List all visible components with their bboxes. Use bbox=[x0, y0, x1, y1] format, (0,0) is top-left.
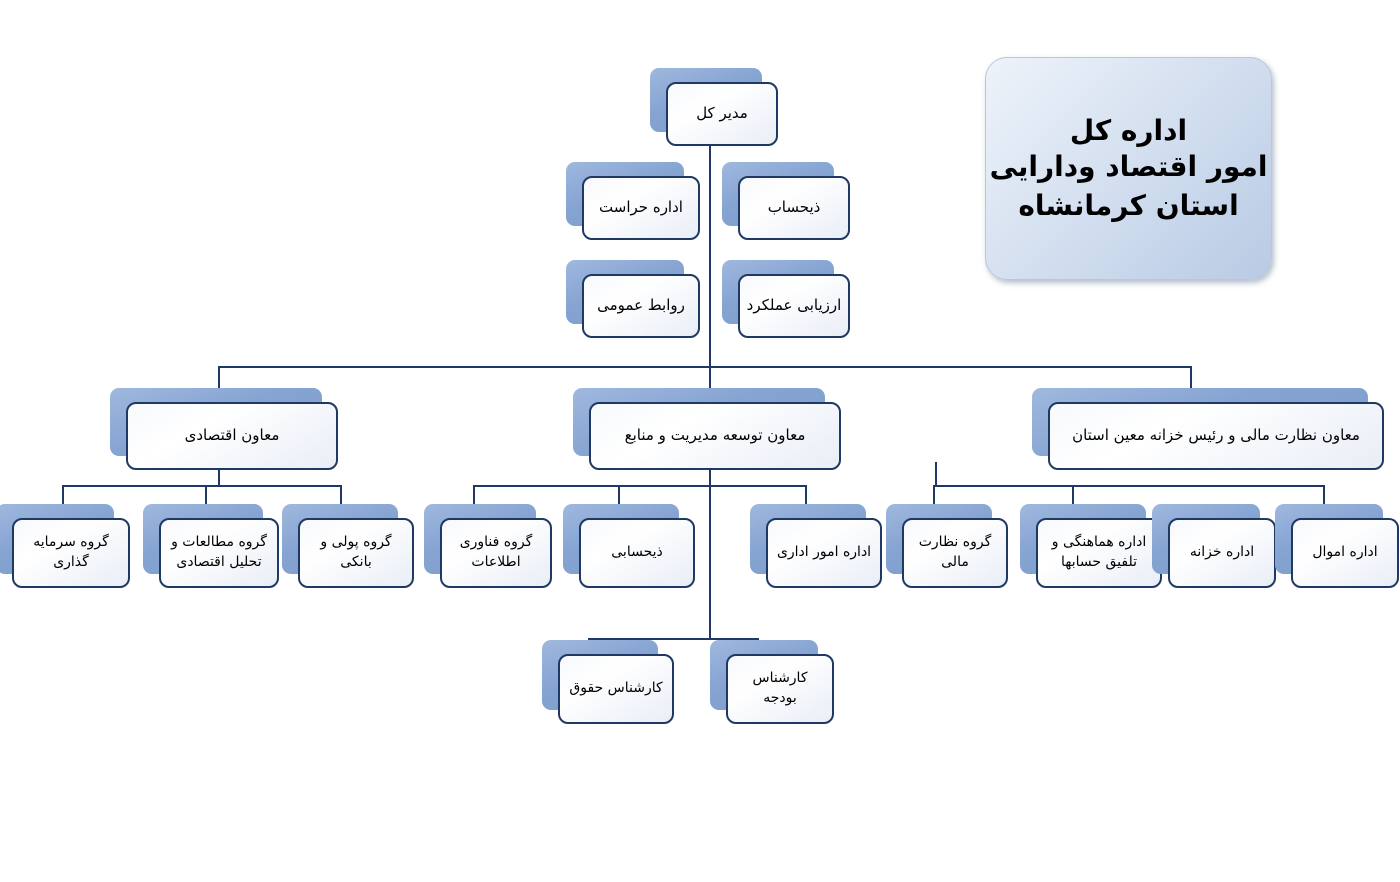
connector-experts-bus bbox=[588, 638, 711, 640]
node-label: گروه مطالعات و تحلیل اقتصادی bbox=[159, 518, 279, 588]
connector-drop-g-studies bbox=[205, 485, 207, 504]
node-label: کارشناس حقوق bbox=[558, 654, 674, 724]
connector-drop-g-investment bbox=[62, 485, 64, 504]
node-group-financial-supervision[interactable]: گروه نظارت مالی bbox=[886, 504, 1008, 588]
connector-drop-g-coord bbox=[1072, 485, 1074, 504]
connector-drop-g-property bbox=[1323, 485, 1325, 504]
node-performance-evaluation[interactable]: ارزیابی عملکرد bbox=[722, 260, 850, 338]
connector-mgmt-bus bbox=[473, 485, 806, 487]
node-group-it[interactable]: گروه فناوری اطلاعات bbox=[424, 504, 552, 588]
node-label: معاون توسعه مدیریت و منابع bbox=[589, 402, 841, 470]
title-plaque: اداره کل امور اقتصاد ودارایی استان کرمان… bbox=[985, 57, 1272, 280]
node-group-investment[interactable]: گروه سرمایه گذاری bbox=[0, 504, 130, 588]
node-label: اداره هماهنگی و تلفیق حسابها bbox=[1036, 518, 1162, 588]
connector-economic-bus bbox=[62, 485, 342, 487]
node-office-accounts-coordination[interactable]: اداره هماهنگی و تلفیق حسابها bbox=[1020, 504, 1162, 588]
node-label: اداره اموال bbox=[1291, 518, 1399, 588]
node-deputy-management[interactable]: معاون توسعه مدیریت و منابع bbox=[573, 388, 841, 470]
connector-drop-dep-economic bbox=[218, 366, 220, 388]
node-label: گروه نظارت مالی bbox=[902, 518, 1008, 588]
node-expert-budget[interactable]: کارشناس بودجه bbox=[710, 640, 834, 724]
connector-drop-dep-finance bbox=[1190, 366, 1192, 388]
title-line-2: امور اقتصاد ودارایی bbox=[989, 149, 1268, 183]
connector-director-trunk bbox=[709, 146, 711, 368]
node-office-property[interactable]: اداره اموال bbox=[1275, 504, 1399, 588]
connector-drop-g-admin bbox=[805, 485, 807, 504]
connector-drop-g-fin-super bbox=[933, 485, 935, 504]
connector-mgmt-stem bbox=[709, 462, 711, 486]
node-label: معاون نظارت مالی و رئیس خزانه معین استان bbox=[1048, 402, 1384, 470]
connector-finance-bus bbox=[935, 485, 1325, 487]
node-public-relations[interactable]: روابط عمومی bbox=[566, 260, 700, 338]
connector-finance-stem bbox=[935, 462, 937, 486]
node-security[interactable]: اداره حراست bbox=[566, 162, 700, 240]
connector-level2-bus bbox=[218, 366, 1192, 368]
node-label: اداره خزانه bbox=[1168, 518, 1276, 588]
node-label: گروه پولی و بانکی bbox=[298, 518, 414, 588]
node-treasurer[interactable]: ذیحساب bbox=[722, 162, 850, 240]
node-director[interactable]: مدیر کل bbox=[650, 68, 778, 146]
connector-drop-g-monetary bbox=[340, 485, 342, 504]
connector-drop-dep-mgmt bbox=[709, 366, 711, 388]
node-label: مدیر کل bbox=[666, 82, 778, 146]
node-office-treasury[interactable]: اداره خزانه bbox=[1152, 504, 1276, 588]
node-label: ارزیابی عملکرد bbox=[738, 274, 850, 338]
node-expert-legal[interactable]: کارشناس حقوق bbox=[542, 640, 674, 724]
connector-drop-g-it bbox=[473, 485, 475, 504]
title-line-1: اداره کل bbox=[1069, 114, 1188, 148]
node-label: اداره حراست bbox=[582, 176, 700, 240]
node-label: گروه سرمایه گذاری bbox=[12, 518, 130, 588]
node-label: گروه فناوری اطلاعات bbox=[440, 518, 552, 588]
connector-economic-stem bbox=[218, 462, 220, 486]
node-office-administrative[interactable]: اداره امور اداری bbox=[750, 504, 882, 588]
title-line-3: استان کرمانشاه bbox=[1018, 189, 1239, 223]
node-label: کارشناس بودجه bbox=[726, 654, 834, 724]
node-label: اداره امور اداری bbox=[766, 518, 882, 588]
node-label: ذیحساب bbox=[738, 176, 850, 240]
node-label: معاون اقتصادی bbox=[126, 402, 338, 470]
node-group-accounting[interactable]: ذیحسابی bbox=[563, 504, 695, 588]
node-group-economic-studies[interactable]: گروه مطالعات و تحلیل اقتصادی bbox=[143, 504, 279, 588]
connector-mgmt-lower-stem bbox=[709, 485, 711, 640]
node-deputy-finance[interactable]: معاون نظارت مالی و رئیس خزانه معین استان bbox=[1032, 388, 1384, 470]
node-label: روابط عمومی bbox=[582, 274, 700, 338]
node-group-monetary-banking[interactable]: گروه پولی و بانکی bbox=[282, 504, 414, 588]
connector-drop-g-accounting bbox=[618, 485, 620, 504]
node-label: ذیحسابی bbox=[579, 518, 695, 588]
node-deputy-economic[interactable]: معاون اقتصادی bbox=[110, 388, 338, 470]
connector-experts-bus-right bbox=[709, 638, 757, 640]
